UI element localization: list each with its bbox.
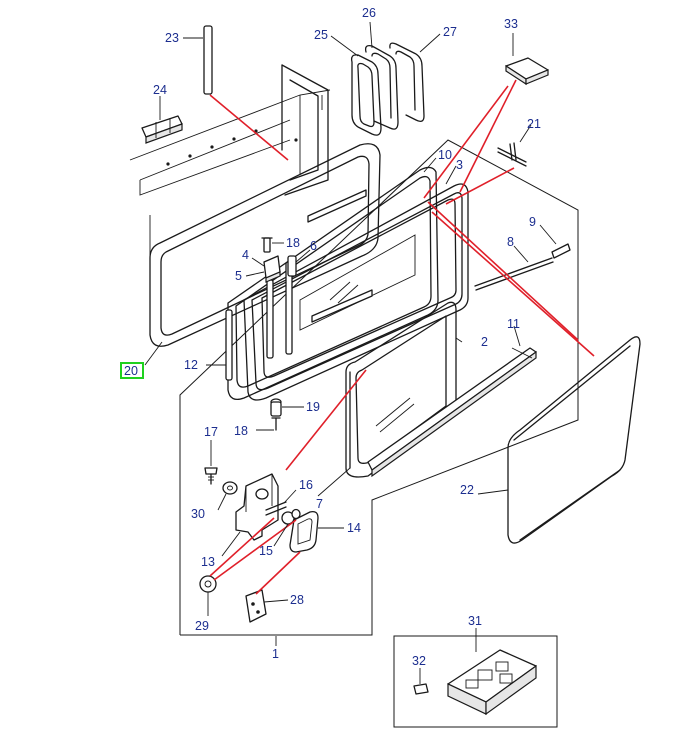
callout-30: 30	[191, 507, 205, 521]
callout-16: 16	[299, 478, 313, 492]
callout-18b: 18	[234, 424, 248, 438]
callout-22: 22	[460, 483, 474, 497]
seal-part-22	[507, 336, 641, 544]
callout-33: 33	[504, 17, 518, 31]
callout-14: 14	[347, 521, 361, 535]
callout-4: 4	[242, 248, 249, 262]
callout-1: 1	[272, 647, 279, 661]
callout-8: 8	[507, 235, 514, 249]
callout-6: 6	[310, 239, 317, 253]
sliding-window-frame	[225, 166, 469, 401]
reference-lines	[209, 79, 595, 595]
callout-9: 9	[529, 215, 536, 229]
callout-17: 17	[204, 425, 218, 439]
callout-leaders	[144, 21, 557, 684]
callout-27: 27	[443, 25, 457, 39]
highlight-box	[120, 362, 144, 379]
catch-hardware	[261, 237, 297, 431]
callout-3: 3	[456, 158, 463, 172]
callout-11: 11	[507, 317, 520, 331]
callout-19: 19	[306, 400, 320, 414]
part-24-bracket	[141, 115, 183, 144]
callout-18a: 18	[286, 236, 300, 250]
callout-24: 24	[153, 83, 167, 97]
callout-20: 20	[124, 364, 138, 378]
callout-13: 13	[201, 555, 215, 569]
body-side-panel	[129, 64, 331, 290]
kit-box-outline	[393, 635, 558, 728]
part-23-strip	[203, 25, 213, 95]
callout-2: 2	[481, 335, 488, 349]
callout-7: 7	[316, 497, 323, 511]
seal-kit-tray	[413, 649, 537, 716]
callout-31: 31	[468, 614, 482, 628]
callout-23: 23	[165, 31, 179, 45]
callout-5: 5	[235, 269, 242, 283]
window-seal-ring	[149, 143, 381, 347]
callout-12: 12	[184, 358, 198, 372]
part-33-pad	[505, 57, 549, 86]
rod-part-8	[474, 243, 571, 291]
callout-29: 29	[195, 619, 209, 633]
callout-25: 25	[314, 28, 328, 42]
hinge-hardware	[199, 467, 319, 623]
lower-glass-panel	[345, 301, 537, 478]
seal-set-25-26-27	[350, 42, 425, 136]
callout-28: 28	[290, 593, 304, 607]
part-21-pin	[497, 142, 527, 167]
callout-21: 21	[527, 117, 541, 131]
callout-10: 10	[438, 148, 452, 162]
callout-26: 26	[362, 6, 376, 20]
callout-32: 32	[412, 654, 426, 668]
callout-15: 15	[259, 544, 273, 558]
callout-labels: 23 24 25 26 27 33 21 10 3 9 8 11 2 18 4 …	[120, 6, 541, 668]
